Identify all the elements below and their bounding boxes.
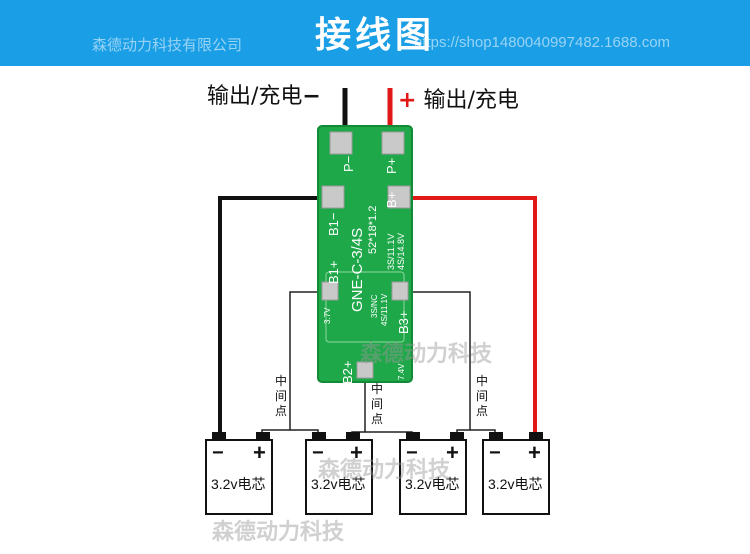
midpoint-label-left: 中间点 bbox=[274, 374, 287, 418]
plus-sign-icon: + bbox=[398, 88, 417, 113]
board-volt-b3-line2: 4S/11.1V bbox=[380, 293, 389, 326]
cell-4-plus-icon: + bbox=[528, 440, 541, 465]
cell-2-label: 3.2v电芯 bbox=[311, 476, 366, 492]
pad-label-b-plus: B+ bbox=[384, 192, 399, 208]
cell-2-minus-icon: − bbox=[312, 442, 324, 464]
battery-cell-4 bbox=[482, 432, 550, 515]
battery-cell-1 bbox=[205, 432, 273, 515]
board-model-text: GNE-C-3/4S bbox=[349, 228, 366, 312]
pad-p-plus bbox=[381, 131, 405, 155]
midpoint-label-center: 中间点 bbox=[370, 382, 383, 426]
pad-b1-plus bbox=[321, 281, 339, 301]
pad-label-p-minus: P− bbox=[341, 156, 356, 172]
board-size-text: 52*18*1.2 bbox=[367, 206, 379, 254]
pad-p-minus bbox=[329, 131, 353, 155]
pcb-inner-outline bbox=[325, 271, 405, 343]
board-volt-b3-line1: 3S/NC bbox=[370, 294, 379, 318]
pad-b-plus bbox=[387, 185, 411, 209]
pad-b2-plus bbox=[356, 361, 374, 379]
battery-cell-3 bbox=[399, 432, 467, 515]
b1-minus-wire bbox=[218, 196, 330, 438]
pad-label-b2-plus: B2+ bbox=[340, 361, 355, 385]
watermark-bottom: 森德动力科技 bbox=[212, 520, 345, 545]
board-volt-b2: 7.4V bbox=[397, 363, 406, 380]
board-volt-b1: 3.7V bbox=[323, 307, 332, 324]
cell-2-plus-icon: + bbox=[350, 440, 363, 465]
pad-label-b1-minus: B1− bbox=[326, 213, 341, 237]
cell-3-plus-icon: + bbox=[446, 440, 459, 465]
cell-3-minus-icon: − bbox=[406, 442, 418, 464]
pad-b1-minus bbox=[321, 185, 345, 209]
page-title: 接线图 bbox=[314, 15, 435, 56]
board-voltage-line1: 3S/11.1V bbox=[386, 234, 396, 270]
cell-3-label: 3.2v电芯 bbox=[405, 476, 460, 492]
pad-label-b1-plus: B1+ bbox=[326, 261, 341, 285]
watermark-board: 森德动力科技 bbox=[360, 342, 493, 367]
cell-1-plus-icon: + bbox=[253, 440, 266, 465]
cell-1-minus-icon: − bbox=[212, 442, 224, 464]
b2-plus-balance-branch bbox=[365, 431, 413, 438]
header-watermark-url: https://shop1480040997482.1688.com bbox=[414, 34, 671, 51]
header-banner: 森德动力科技有限公司 接线图 https://shop1480040997482… bbox=[0, 0, 750, 66]
midpoint-label-right: 中间点 bbox=[475, 374, 488, 418]
output-negative-text: 输出/充电 bbox=[207, 84, 303, 109]
b-plus-wire bbox=[400, 196, 537, 438]
minus-sign-icon: − bbox=[302, 84, 321, 109]
header-watermark-company: 森德动力科技有限公司 bbox=[92, 36, 243, 54]
output-positive-text: 输出/充电 bbox=[423, 88, 519, 113]
cell-4-minus-icon: − bbox=[489, 442, 501, 464]
output-negative-label: 输出/充电− bbox=[207, 78, 321, 110]
pad-label-p-plus: P+ bbox=[384, 158, 399, 174]
pad-label-b3-plus: B3+ bbox=[396, 311, 411, 335]
board-voltage-line2: 4S/14.8V bbox=[396, 233, 406, 270]
watermark-cells: 森德动力科技 bbox=[318, 458, 451, 483]
battery-cell-2 bbox=[305, 432, 373, 515]
cell-4-label: 3.2v电芯 bbox=[488, 476, 543, 492]
cell-1-label: 3.2v电芯 bbox=[211, 476, 266, 492]
pad-b3-plus bbox=[391, 281, 409, 301]
output-positive-label: + 输出/充电 bbox=[398, 82, 519, 114]
